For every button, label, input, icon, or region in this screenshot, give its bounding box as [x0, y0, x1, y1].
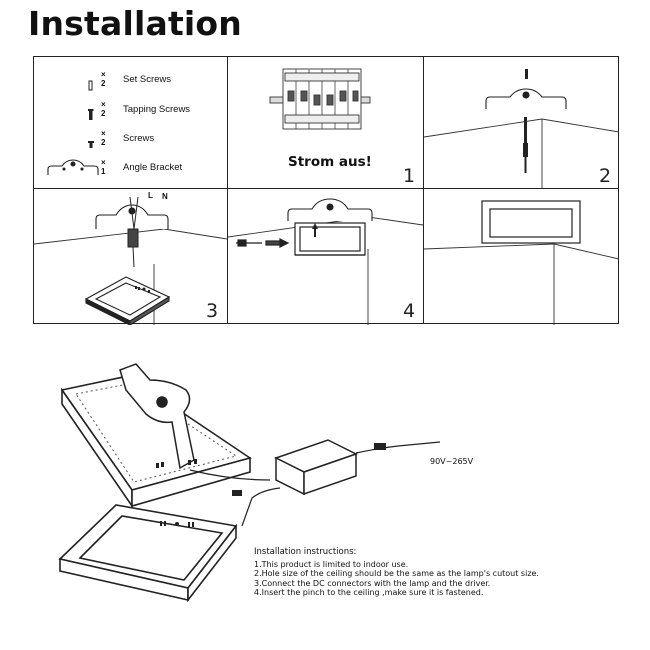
- detail-installation-drawing: [58, 363, 441, 603]
- instruction-item: 1.This product is limited to indoor use.: [254, 559, 409, 569]
- step-number: 2: [599, 165, 612, 187]
- tapping-screw-icon: [88, 109, 94, 120]
- installed-lamp-illustration: [424, 200, 619, 325]
- wire-neutral-label: N: [162, 192, 168, 201]
- parts-icons: [47, 80, 99, 175]
- step-number: 3: [206, 300, 219, 322]
- step-3-panel: L N 3: [34, 189, 227, 325]
- part-name: Screws: [123, 132, 155, 144]
- wire-live-label: L: [148, 191, 153, 200]
- page-title: Installation: [28, 4, 242, 43]
- instruction-item: 2.Hole size of the ceiling should be the…: [254, 569, 539, 579]
- circuit-breaker-icon: [269, 68, 371, 130]
- angle-bracket-icon: [47, 159, 99, 175]
- power-off-caption: Strom aus!: [288, 154, 372, 170]
- screw-icon: [88, 141, 94, 148]
- input-voltage-label: 90V~265V: [430, 457, 474, 466]
- part-qty: × 2: [101, 70, 106, 88]
- part-qty: × 2: [101, 129, 106, 147]
- step-4-panel: 4: [228, 189, 423, 325]
- fasten-lamp-illustration: [228, 198, 423, 325]
- part-qty: × 2: [101, 100, 106, 118]
- wiring-illustration: [34, 196, 227, 325]
- step-2-panel: 2: [424, 57, 619, 188]
- instruction-item: 4.Insert the pinch to the ceiling ,make …: [254, 588, 484, 598]
- set-screw-icon: [88, 80, 93, 91]
- part-name: Tapping Screws: [123, 103, 191, 115]
- part-name: Set Screws: [123, 73, 172, 85]
- bracket-mount-illustration: [424, 69, 619, 188]
- step-number: 4: [403, 300, 416, 322]
- part-qty: × 1: [101, 158, 106, 176]
- installation-steps-grid: × 2 Set Screws × 2 Tapping Screws × 2 Sc…: [33, 56, 619, 325]
- step-number: 1: [403, 165, 416, 187]
- installation-instructions: Installation instructions: 1.This produc…: [254, 547, 539, 598]
- part-name: Angle Bracket: [123, 161, 183, 173]
- instructions-heading: Installation instructions:: [254, 547, 357, 557]
- step-5-panel: [424, 189, 619, 325]
- parts-list-panel: × 2 Set Screws × 2 Tapping Screws × 2 Sc…: [34, 57, 227, 188]
- step-1-panel: Strom aus! 1: [228, 57, 423, 188]
- instruction-item: 3.Connect the DC connectors with the lam…: [254, 578, 491, 588]
